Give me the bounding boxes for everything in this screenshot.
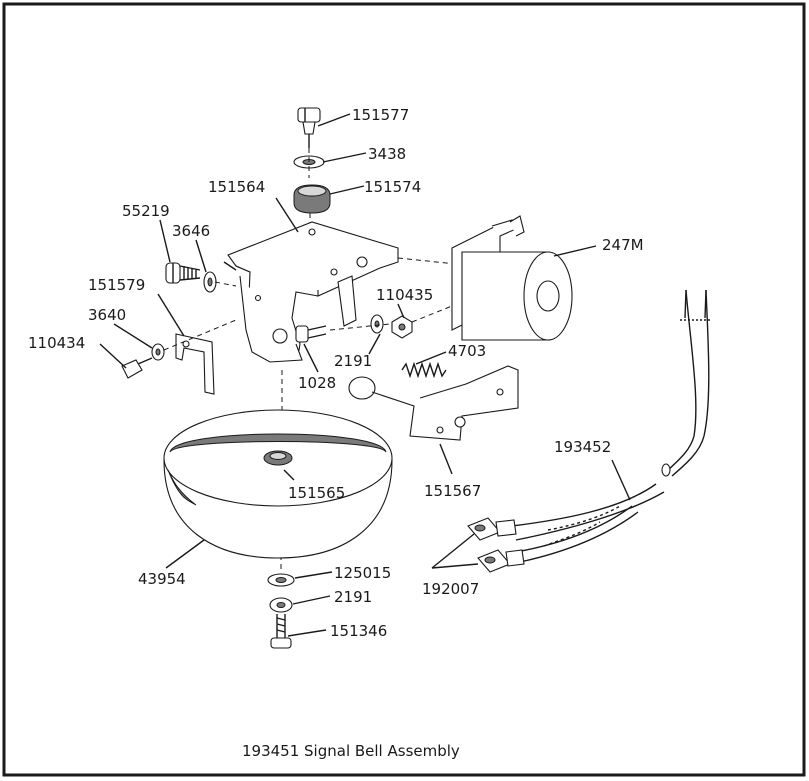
leader-lines	[99, 113, 631, 637]
label-3646: 3646	[172, 222, 210, 240]
nut-110435-drawing	[391, 315, 413, 339]
label-151567: 151567	[424, 482, 481, 500]
terminals-192007-drawing	[467, 517, 525, 573]
label-151565: 151565	[288, 484, 345, 502]
label-55219: 55219	[122, 202, 170, 220]
screw-1028-drawing	[295, 325, 327, 343]
label-192007: 192007	[422, 580, 479, 598]
label-125015: 125015	[334, 564, 391, 582]
label-2191-top: 2191	[334, 352, 372, 370]
label-247M: 247M	[602, 236, 644, 254]
screw-110434-drawing	[121, 357, 153, 379]
label-151564: 151564	[208, 178, 265, 196]
label-151579: 151579	[88, 276, 145, 294]
armature-151567-drawing	[348, 365, 519, 441]
screw-55219-drawing	[165, 262, 201, 284]
axis-nut	[329, 323, 391, 331]
washer-3646-drawing	[203, 271, 217, 293]
axis-55219	[214, 281, 237, 287]
gong-43954-drawing	[163, 409, 393, 559]
label-110435: 110435	[376, 286, 433, 304]
label-43954: 43954	[138, 570, 186, 588]
spring-4703-drawing	[401, 361, 447, 379]
lockwasher-2191-bottom-drawing	[269, 597, 293, 613]
label-193452: 193452	[554, 438, 611, 456]
screw-151577-drawing	[297, 107, 321, 148]
label-110434: 110434	[28, 334, 85, 352]
label-3438: 3438	[368, 145, 406, 163]
label-151346: 151346	[330, 622, 387, 640]
axis-110434	[163, 319, 237, 351]
coil-247M-drawing	[451, 215, 573, 341]
screw-151346-drawing	[270, 614, 292, 649]
bracket-151564-drawing	[223, 221, 399, 363]
harness-193452-drawing	[511, 289, 712, 563]
diagram-caption: 193451 Signal Bell Assembly	[242, 742, 460, 760]
axis-coil-top	[397, 257, 457, 265]
label-2191-bottom: 2191	[334, 588, 372, 606]
lockwasher-2191-drawing	[370, 314, 384, 334]
grommet-151574-drawing	[293, 184, 331, 214]
label-4703: 4703	[448, 342, 486, 360]
label-151574: 151574	[364, 178, 421, 196]
label-1028: 1028	[298, 374, 336, 392]
axis-coil	[411, 305, 453, 323]
label-151577: 151577	[352, 106, 409, 124]
clip-151579-drawing	[175, 333, 215, 395]
washer-125015-drawing	[267, 573, 295, 587]
label-3640: 3640	[88, 306, 126, 324]
lockwasher-3640-drawing	[151, 343, 165, 361]
